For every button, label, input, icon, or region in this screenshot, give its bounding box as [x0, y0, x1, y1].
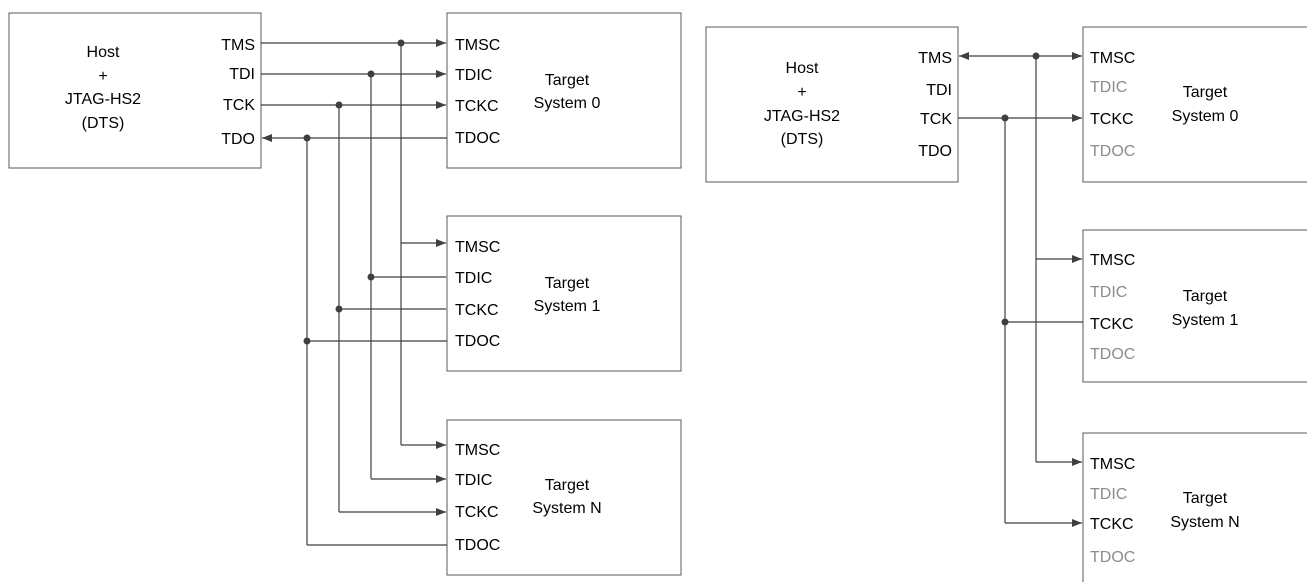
- target-pin-tdic: TDIC: [455, 472, 492, 489]
- host-pin-tms: TMS: [918, 50, 952, 67]
- target-pin-tckc: TCKC: [455, 98, 499, 115]
- host-pin-tck: TCK: [920, 111, 952, 128]
- target-pin-tckc: TCKC: [1090, 316, 1134, 333]
- target-pin-tckc: TCKC: [1090, 516, 1134, 533]
- target-pin-tckc: TCKC: [455, 504, 499, 521]
- target-pin-tdoc: TDOC: [1090, 549, 1135, 566]
- target-pin-tdic: TDIC: [455, 270, 492, 287]
- target-title: Target: [545, 72, 590, 89]
- left-host-box: Host + JTAG-HS2 (DTS) TMS TDI TCK TDO: [8, 12, 262, 169]
- host-pin-tdi: TDI: [229, 66, 255, 83]
- target-pin-tdic: TDIC: [1090, 486, 1127, 503]
- target-title: Target: [1183, 288, 1228, 305]
- target-pin-tdic: TDIC: [1090, 79, 1127, 96]
- target-pin-tmsc: TMSC: [455, 442, 500, 459]
- host-pin-tdo: TDO: [918, 143, 952, 160]
- host-line: Host: [786, 60, 819, 77]
- right-configuration: Host + JTAG-HS2 (DTS) TMS TDI TCK TDO TM…: [705, 26, 1307, 582]
- host-pin-tdo: TDO: [221, 131, 255, 148]
- left-target-1: TMSC TDIC TCKC TDOC Target System 1: [446, 215, 682, 372]
- left-target-0: TMSC TDIC TCKC TDOC Target System 0: [446, 12, 682, 169]
- host-pin-tms: TMS: [221, 37, 255, 54]
- host-line: (DTS): [82, 115, 125, 132]
- target-pin-tdoc: TDOC: [1090, 143, 1135, 160]
- right-target-n: TMSC TDIC TCKC TDOC Target System N: [1082, 432, 1307, 582]
- target-pin-tdoc: TDOC: [1090, 346, 1135, 363]
- host-line: +: [797, 84, 806, 101]
- target-title: Target: [545, 477, 590, 494]
- left-target-n: TMSC TDIC TCKC TDOC Target System N: [446, 419, 682, 576]
- target-pin-tdoc: TDOC: [455, 537, 500, 554]
- host-pin-tck: TCK: [223, 97, 255, 114]
- target-title: Target: [1183, 84, 1228, 101]
- target-pin-tmsc: TMSC: [1090, 50, 1135, 67]
- left-configuration: Host + JTAG-HS2 (DTS) TMS TDI TCK TDO TM…: [8, 12, 682, 576]
- target-pin-tmsc: TMSC: [1090, 252, 1135, 269]
- target-pin-tmsc: TMSC: [455, 239, 500, 256]
- host-line: Host: [87, 44, 120, 61]
- right-host-box: Host + JTAG-HS2 (DTS) TMS TDI TCK TDO: [705, 26, 959, 183]
- target-title: System N: [532, 500, 601, 517]
- host-line: +: [98, 68, 107, 85]
- host-pin-tdi: TDI: [926, 82, 952, 99]
- target-pin-tckc: TCKC: [1090, 111, 1134, 128]
- right-target-1: TMSC TDIC TCKC TDOC Target System 1: [1082, 229, 1307, 383]
- target-title: Target: [1183, 490, 1228, 507]
- target-pin-tmsc: TMSC: [1090, 456, 1135, 473]
- target-title: System 1: [1172, 312, 1239, 329]
- target-pin-tdoc: TDOC: [455, 130, 500, 147]
- target-pin-tmsc: TMSC: [455, 37, 500, 54]
- target-pin-tdic: TDIC: [455, 67, 492, 84]
- host-line: JTAG-HS2: [764, 108, 840, 125]
- target-title: System 0: [534, 95, 601, 112]
- right-target-0: TMSC TDIC TCKC TDOC Target System 0: [1082, 26, 1307, 183]
- target-pin-tdic: TDIC: [1090, 284, 1127, 301]
- host-line: (DTS): [781, 131, 824, 148]
- target-title: System 0: [1172, 108, 1239, 125]
- target-pin-tckc: TCKC: [455, 302, 499, 319]
- target-title: Target: [545, 275, 590, 292]
- target-pin-tdoc: TDOC: [455, 333, 500, 350]
- right-wires: [958, 52, 1083, 527]
- left-wires: [261, 39, 447, 546]
- host-line: JTAG-HS2: [65, 91, 141, 108]
- target-title: System 1: [534, 298, 601, 315]
- target-title: System N: [1170, 514, 1239, 531]
